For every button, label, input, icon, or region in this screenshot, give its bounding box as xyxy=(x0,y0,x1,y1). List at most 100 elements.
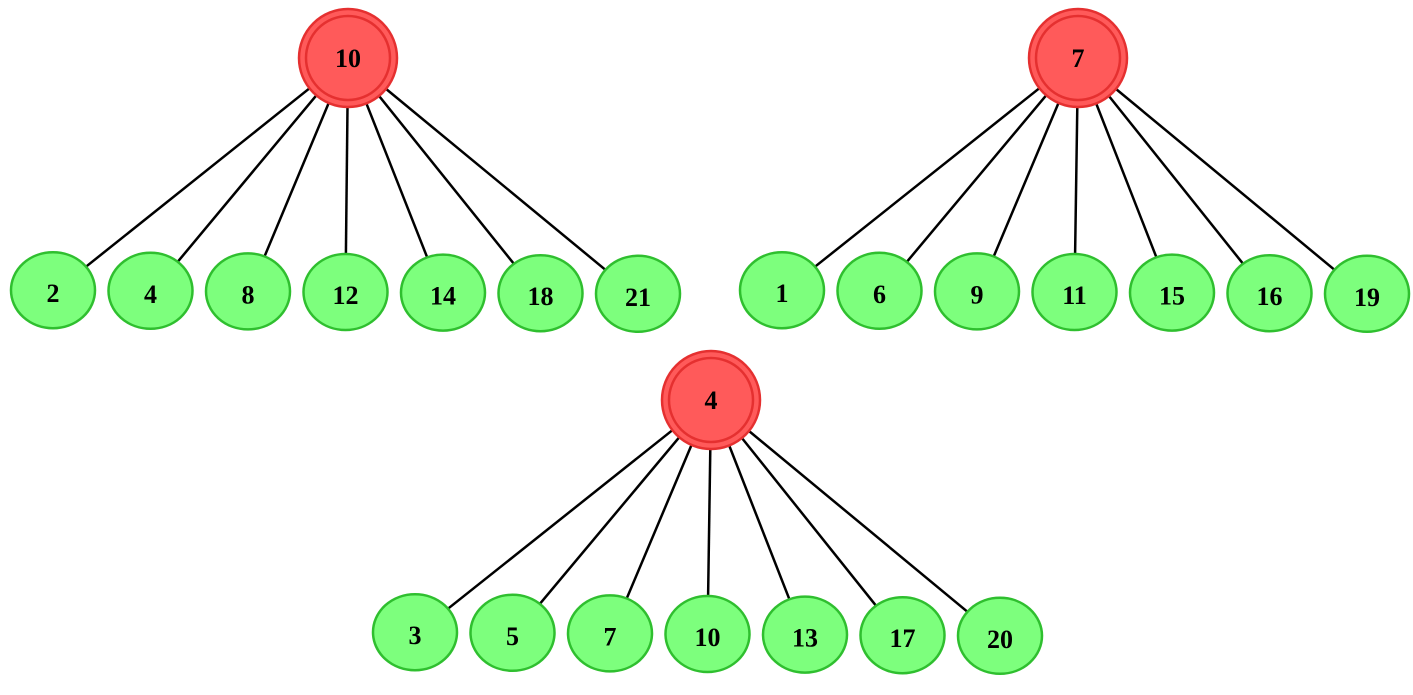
edge xyxy=(263,102,330,257)
child-node: 2 xyxy=(9,250,97,330)
child-circle xyxy=(9,250,97,330)
child-node: 10 xyxy=(664,594,751,674)
edge xyxy=(1095,103,1158,258)
edge xyxy=(905,94,1048,263)
root-inner-ring xyxy=(304,14,392,102)
root-inner-ring xyxy=(667,356,755,444)
child-circle xyxy=(594,254,682,334)
root-inner-ring xyxy=(1034,14,1122,102)
edge xyxy=(385,87,607,271)
child-node: 17 xyxy=(859,595,946,675)
child-circle xyxy=(1226,253,1313,333)
child-label: 1 xyxy=(776,279,789,308)
child-circle xyxy=(497,253,584,333)
child-circle xyxy=(371,592,459,672)
child-node: 13 xyxy=(761,595,849,674)
child-circle xyxy=(836,251,923,331)
child-node: 16 xyxy=(1226,253,1313,333)
child-circle xyxy=(738,250,826,330)
edge xyxy=(728,445,791,600)
edge xyxy=(1107,95,1244,265)
child-label: 14 xyxy=(430,282,456,311)
child-node: 1 xyxy=(738,250,826,330)
child-node: 19 xyxy=(1323,254,1411,334)
child-label: 12 xyxy=(333,281,359,310)
child-label: 13 xyxy=(792,624,818,653)
child-circle xyxy=(761,595,849,674)
edge xyxy=(706,448,712,597)
root-node: 4 xyxy=(660,349,762,451)
child-node: 18 xyxy=(497,253,584,333)
edge xyxy=(992,102,1060,257)
edge xyxy=(344,106,349,255)
tree-edges xyxy=(447,429,969,613)
child-label: 2 xyxy=(47,279,60,308)
child-node: 7 xyxy=(566,594,654,673)
root-circle xyxy=(660,349,762,451)
child-node: 14 xyxy=(399,253,487,332)
edge xyxy=(85,87,311,268)
child-node: 5 xyxy=(469,593,556,673)
child-label: 8 xyxy=(242,280,255,309)
edge xyxy=(447,429,674,610)
child-label: 20 xyxy=(987,625,1013,654)
child-node: 4 xyxy=(107,251,194,331)
root-label: 4 xyxy=(705,386,718,415)
child-node: 20 xyxy=(956,596,1044,676)
edge xyxy=(378,95,515,265)
child-circle xyxy=(302,252,389,332)
tree-edges xyxy=(85,87,607,271)
tree-1: 10 2 4 8 12 14 18 21 xyxy=(9,7,682,334)
child-node: 21 xyxy=(594,254,682,334)
child-label: 17 xyxy=(890,624,916,653)
tree-edges xyxy=(814,87,1336,271)
child-circle xyxy=(956,596,1044,676)
edge xyxy=(365,102,429,258)
edge xyxy=(176,94,318,263)
edge xyxy=(538,436,681,605)
child-circle xyxy=(859,595,946,675)
child-label: 11 xyxy=(1062,281,1087,310)
edge xyxy=(625,444,693,599)
child-circle xyxy=(204,252,292,331)
child-label: 19 xyxy=(1354,283,1380,312)
root-circle xyxy=(297,7,399,109)
child-node: 11 xyxy=(1031,252,1118,332)
edge xyxy=(1115,88,1336,271)
tree-3: 4 3 5 7 10 13 17 20 xyxy=(371,349,1044,676)
child-label: 15 xyxy=(1159,282,1185,311)
child-circle xyxy=(469,593,556,673)
child-node: 15 xyxy=(1128,253,1216,332)
child-label: 10 xyxy=(695,623,721,652)
child-node: 3 xyxy=(371,592,459,672)
child-circle xyxy=(933,252,1021,331)
child-circle xyxy=(1323,254,1411,334)
child-label: 4 xyxy=(144,280,157,309)
root-label: 7 xyxy=(1072,44,1085,73)
child-label: 6 xyxy=(873,280,886,309)
child-circle xyxy=(1031,252,1118,332)
root-label: 10 xyxy=(335,44,361,73)
child-label: 9 xyxy=(971,280,984,309)
child-circle xyxy=(399,253,487,332)
child-node: 6 xyxy=(836,251,923,331)
edge xyxy=(814,87,1041,268)
child-label: 18 xyxy=(528,282,554,311)
child-node: 9 xyxy=(933,252,1021,331)
child-circle xyxy=(107,251,194,331)
root-circle xyxy=(1027,7,1129,109)
child-node: 12 xyxy=(302,252,389,332)
edge xyxy=(1073,106,1079,255)
child-label: 21 xyxy=(625,283,651,312)
child-label: 7 xyxy=(604,622,617,651)
root-node: 10 xyxy=(297,7,399,109)
child-label: 3 xyxy=(409,621,422,650)
child-label: 16 xyxy=(1257,282,1283,311)
child-circle xyxy=(664,594,751,674)
child-node: 8 xyxy=(204,252,292,331)
child-label: 5 xyxy=(506,622,519,651)
edge xyxy=(740,437,877,607)
child-circle xyxy=(566,594,654,673)
